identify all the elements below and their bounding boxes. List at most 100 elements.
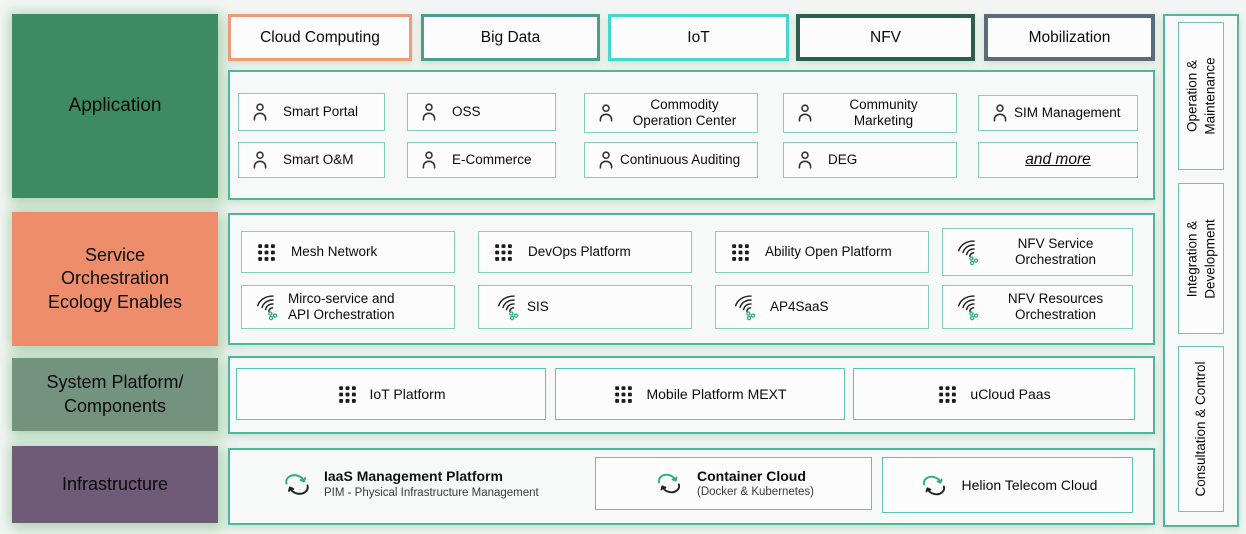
svc-item-ability-open-platform: Ability Open Platform xyxy=(715,231,929,273)
svc-item-sis: SIS xyxy=(478,285,692,329)
right-panel-operation-maintenance: Operation & Maintenance xyxy=(1178,22,1224,170)
sync-cloud-icon xyxy=(657,473,681,494)
category-application-label: Application xyxy=(68,94,162,116)
orchestration-swirl-icon xyxy=(734,295,756,321)
category-infrastructure-label: Infrastructure xyxy=(61,473,169,494)
app-item-commodity-operation-center: Commodity Operation Center xyxy=(584,93,758,133)
user-icon xyxy=(253,151,267,169)
consultation-control-label: Consultation & Control xyxy=(1193,361,1209,497)
user-icon xyxy=(993,104,1007,122)
grid-icon xyxy=(615,385,633,403)
app-item-sim-management: SIM Management xyxy=(978,95,1138,131)
app-item-smart-om: Smart O&M xyxy=(238,142,385,178)
container-cloud-text: Container Cloud (Docker & Kubernetes) xyxy=(697,468,814,500)
container-cloud-subtitle: (Docker & Kubernetes) xyxy=(697,486,814,499)
svc-item-nfv-service-orchestration: NFV Service Orchestration xyxy=(942,228,1133,276)
orchestration-swirl-icon xyxy=(957,295,979,321)
big-data-label: Big Data xyxy=(480,28,541,46)
integration-development-label: Integration & Development xyxy=(1184,218,1217,299)
orchestration-swirl-icon xyxy=(497,295,519,321)
user-icon xyxy=(599,151,613,169)
item-label: Smart Portal xyxy=(283,104,359,120)
grid-icon xyxy=(939,385,957,403)
svc-item-mesh-network: Mesh Network xyxy=(241,231,455,273)
operation-maintenance-label: Operation & Maintenance xyxy=(1184,57,1217,135)
user-icon xyxy=(253,103,267,121)
grid-icon xyxy=(338,385,356,403)
item-label: DEG xyxy=(828,152,858,168)
category-application: Application xyxy=(12,14,218,198)
iot-label: IoT xyxy=(687,28,710,46)
item-label: Commodity Operation Center xyxy=(632,97,737,128)
user-icon xyxy=(422,151,436,169)
item-label: Mirco-service and API Orchestration xyxy=(288,291,395,322)
sys-item-ucloud-paas: uCloud Paas xyxy=(853,368,1135,420)
item-label: and more xyxy=(1025,151,1091,168)
user-icon xyxy=(599,104,613,122)
item-label: Continuous Auditing xyxy=(620,152,741,168)
app-item-oss: OSS xyxy=(407,93,556,131)
item-label: Mobile Platform MEXT xyxy=(646,385,787,402)
item-label: AP4SaaS xyxy=(770,299,829,315)
nfv-label: NFV xyxy=(870,28,901,46)
app-item-deg: DEG xyxy=(783,142,957,178)
orchestration-swirl-icon xyxy=(256,295,278,321)
helion-label: Helion Telecom Cloud xyxy=(961,477,1098,493)
grid-icon xyxy=(258,243,275,261)
item-label: DevOps Platform xyxy=(528,244,631,260)
sys-item-mobile-platform-mext: Mobile Platform MEXT xyxy=(555,368,845,420)
item-label: Community Marketing xyxy=(849,97,918,128)
top-box-cloud-computing: Cloud Computing xyxy=(228,14,412,61)
right-panel-integration-development: Integration & Development xyxy=(1178,183,1224,334)
iaas-title: IaaS Management Platform xyxy=(324,468,503,485)
category-system-platform-label: System Platform/ Components xyxy=(46,372,184,416)
item-label: NFV Resources Orchestration xyxy=(1007,291,1104,322)
category-service-orchestration-label: Service Orchestration Ecology Enables xyxy=(47,244,183,312)
sync-cloud-icon xyxy=(285,473,309,495)
item-label: OSS xyxy=(452,104,481,120)
iaas-subtitle: PIM - Physical Infrastructure Management xyxy=(324,486,539,499)
app-item-and-more: and more xyxy=(978,142,1138,178)
user-icon xyxy=(798,104,812,122)
category-system-platform: System Platform/ Components xyxy=(12,358,218,431)
category-service-orchestration: Service Orchestration Ecology Enables xyxy=(12,212,218,346)
infra-item-helion-telecom-cloud: Helion Telecom Cloud xyxy=(882,457,1133,513)
sys-item-iot-platform: IoT Platform xyxy=(236,368,546,420)
orchestration-swirl-icon xyxy=(957,240,979,266)
svc-item-microservice-api-orchestration: Mirco-service and API Orchestration xyxy=(241,285,455,329)
item-label: SIS xyxy=(527,299,549,315)
svc-item-nfv-resources-orchestration: NFV Resources Orchestration xyxy=(942,285,1133,329)
user-icon xyxy=(422,103,436,121)
category-infrastructure: Infrastructure xyxy=(12,446,218,523)
application-container xyxy=(228,70,1155,200)
svc-item-ap4saas: AP4SaaS xyxy=(715,285,929,329)
user-icon xyxy=(798,151,812,169)
container-cloud-title: Container Cloud xyxy=(697,467,806,484)
item-label: Ability Open Platform xyxy=(765,244,892,260)
infra-item-iaas-management: IaaS Management Platform PIM - Physical … xyxy=(280,461,539,507)
cloud-computing-label: Cloud Computing xyxy=(260,28,380,46)
svc-item-devops-platform: DevOps Platform xyxy=(478,231,692,273)
app-item-community-marketing: Community Marketing xyxy=(783,93,957,133)
item-label: IoT Platform xyxy=(369,385,446,402)
item-label: uCloud Paas xyxy=(970,385,1051,402)
sync-cloud-icon xyxy=(922,475,945,495)
top-box-mobilization: Mobilization xyxy=(984,14,1155,61)
top-box-nfv: NFV xyxy=(796,14,975,61)
mobilization-label: Mobilization xyxy=(1028,28,1111,46)
app-item-smart-portal: Smart Portal xyxy=(238,93,385,131)
item-label: SIM Management xyxy=(1014,105,1121,121)
item-label: Smart O&M xyxy=(283,152,354,168)
app-item-e-commerce: E-Commerce xyxy=(407,142,556,178)
iaas-text: IaaS Management Platform PIM - Physical … xyxy=(324,468,539,500)
right-panel-consultation-control: Consultation & Control xyxy=(1178,346,1224,512)
top-box-iot: IoT xyxy=(608,14,789,61)
grid-icon xyxy=(732,243,749,261)
app-item-continuous-auditing: Continuous Auditing xyxy=(584,142,758,178)
top-box-big-data: Big Data xyxy=(421,14,600,61)
item-label: E-Commerce xyxy=(452,152,532,168)
item-label: Mesh Network xyxy=(291,244,378,260)
grid-icon xyxy=(495,243,512,261)
infra-item-container-cloud: Container Cloud (Docker & Kubernetes) xyxy=(595,457,872,510)
